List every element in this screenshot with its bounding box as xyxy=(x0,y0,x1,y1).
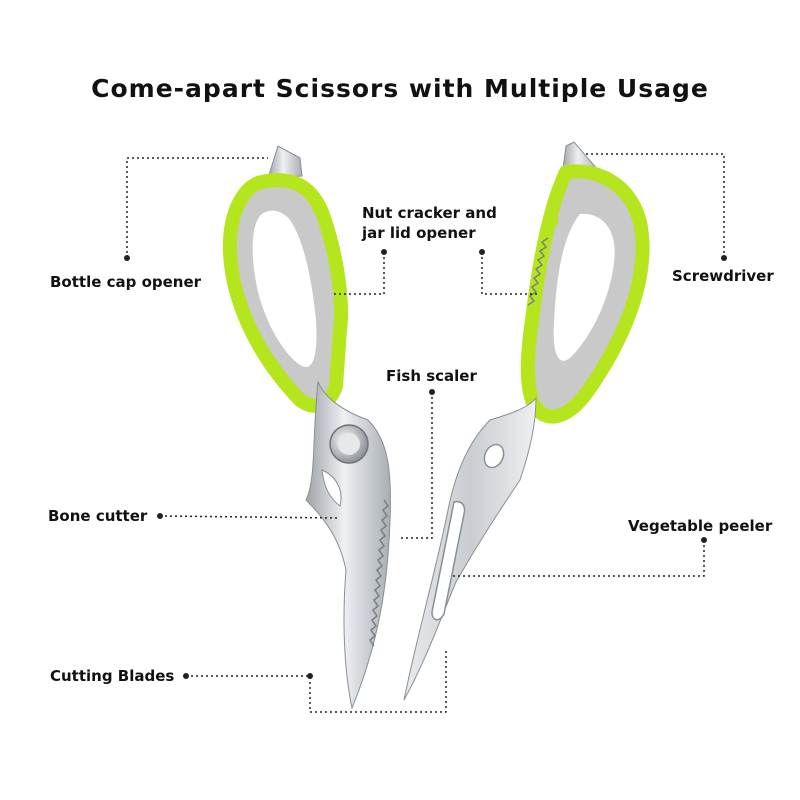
right-nut-cracker-teeth xyxy=(527,237,549,306)
left-handle-button xyxy=(312,196,322,212)
leader-dots xyxy=(124,249,727,679)
dot-bottle-cap xyxy=(124,255,130,261)
fish-scaler-hole xyxy=(483,443,505,469)
leader-vegetable-peeler xyxy=(450,540,705,577)
leader-fish-scaler xyxy=(398,392,433,539)
pivot-screw-center xyxy=(338,433,360,455)
right-scissor-half xyxy=(403,141,650,701)
label-bottle-cap-opener: Bottle cap opener xyxy=(50,273,202,291)
bottle-opener-hook xyxy=(267,145,303,179)
leader-nut-cracker-right xyxy=(481,252,540,295)
label-nut-cracker-line1: Nut cracker and xyxy=(362,204,497,222)
leader-bottle-cap-opener xyxy=(126,157,268,258)
label-fish-scaler: Fish scaler xyxy=(386,367,477,385)
bone-cutter-notch xyxy=(321,469,342,507)
label-nut-cracker: Nut cracker and jar lid opener xyxy=(362,203,497,243)
label-nut-cracker-line2: jar lid opener xyxy=(362,224,476,242)
left-blade xyxy=(305,380,391,710)
right-handle-green xyxy=(520,164,650,424)
left-finger-hole xyxy=(252,210,317,368)
label-screwdriver: Screwdriver xyxy=(672,267,774,285)
leader-lines xyxy=(126,153,725,713)
vegetable-peeler-slot xyxy=(431,500,466,621)
dot-cutting-blades-mid xyxy=(307,673,313,679)
left-blade-serration xyxy=(368,499,390,647)
leader-bone-cutter xyxy=(159,515,341,519)
label-bone-cutter: Bone cutter xyxy=(48,507,148,525)
dot-cutting-blades xyxy=(183,673,189,679)
right-blade xyxy=(403,396,537,701)
dot-screwdriver xyxy=(721,255,727,261)
dot-nut-cracker-left xyxy=(381,249,387,255)
right-finger-hole xyxy=(553,213,615,361)
leader-cutting-blades xyxy=(186,648,447,713)
page-title: Come-apart Scissors with Multiple Usage xyxy=(91,74,709,103)
dot-nut-cracker-right xyxy=(479,249,485,255)
right-handle-button xyxy=(548,210,558,226)
leader-nut-cracker xyxy=(334,252,385,295)
dot-fish-scaler xyxy=(429,389,435,395)
dot-bone-cutter xyxy=(157,513,163,519)
leader-screwdriver xyxy=(586,153,725,258)
label-vegetable-peeler: Vegetable peeler xyxy=(628,517,773,535)
left-scissor-half xyxy=(222,145,391,710)
label-cutting-blades: Cutting Blades xyxy=(50,667,175,685)
dot-vegetable-peeler xyxy=(701,537,707,543)
